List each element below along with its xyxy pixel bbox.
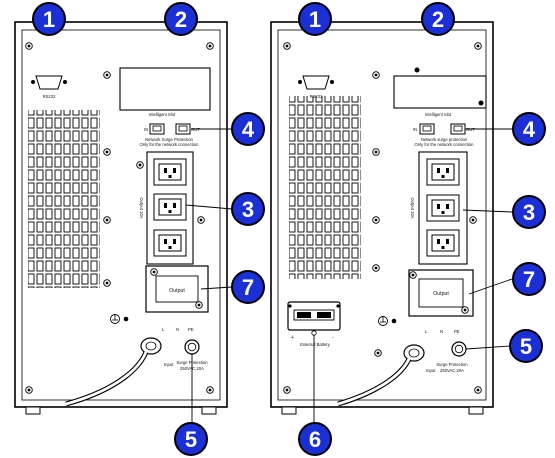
left-rs232-port: RS232: [31, 75, 67, 99]
right-output-terminal-label: Output: [433, 291, 449, 297]
right-input-cable: Input: [337, 344, 436, 407]
left-output-socket: [153, 229, 187, 257]
left-slot-title: Intelligent Slot: [149, 112, 176, 117]
right-surge-breaker: Surge Protection 250VAC,20A: [436, 341, 468, 373]
right-output-terminal: Output L N PE: [408, 269, 474, 334]
svg-text:1: 1: [43, 7, 55, 32]
right-output-group-label: Output 10A: [410, 197, 415, 218]
svg-text:7: 7: [523, 267, 535, 292]
svg-text:4: 4: [523, 117, 536, 142]
right-terminal-n: N: [440, 329, 443, 334]
right-terminal-l: L: [425, 329, 428, 334]
left-output-socket: [153, 193, 187, 221]
callout-4-right: 4: [512, 112, 546, 146]
svg-text:5: 5: [185, 427, 197, 452]
left-network-in-port: [149, 123, 165, 135]
right-input-label: Input: [426, 368, 436, 373]
left-output-socket: [153, 158, 187, 186]
svg-text:1: 1: [309, 7, 321, 32]
right-slot-title: Intelligent Slot: [425, 112, 452, 117]
callout-3-left: 3: [231, 192, 265, 226]
left-port-out-label: OUT: [191, 127, 200, 132]
left-surge-text-2: Only for the network connection: [140, 142, 200, 147]
svg-text:4: 4: [242, 117, 255, 142]
svg-text:6: 6: [309, 427, 321, 452]
right-output-socket: [426, 194, 460, 222]
right-battery-label: External Battery: [300, 342, 331, 347]
right-battery-plus: +: [291, 335, 294, 341]
callout-2-left: 2: [164, 2, 198, 36]
right-vent-grille: [289, 96, 361, 279]
right-ground-icon: [378, 316, 397, 326]
left-output-group-label: Output 10A: [139, 197, 144, 218]
right-output-socket: [426, 229, 460, 257]
left-port-in-label: IN: [144, 127, 148, 132]
right-network-out-port: [450, 123, 466, 135]
right-surge-text-2: Only for the network connection: [415, 142, 475, 147]
callout-3-right: 3: [512, 195, 546, 229]
right-ups-unit: RS232 Intelligent Slot IN OUT Network su…: [270, 21, 494, 415]
left-surge-text-1: Network Surge Protection: [145, 137, 193, 142]
svg-text:5: 5: [520, 334, 532, 359]
svg-text:3: 3: [523, 200, 535, 225]
left-rs232-label: RS232: [43, 94, 56, 99]
svg-text:2: 2: [175, 7, 187, 32]
right-breaker-title: Surge Protection: [436, 362, 468, 367]
left-ground-icon: [110, 314, 129, 324]
svg-text:2: 2: [432, 7, 444, 32]
callout-1-left: 1: [32, 2, 66, 36]
right-intelligent-slot-cover: [393, 75, 487, 109]
callout-7-left: 7: [231, 270, 265, 304]
callout-4-left: 4: [231, 112, 265, 146]
right-output-socket: [426, 158, 460, 186]
left-network-out-port: [175, 123, 191, 135]
right-battery-minus: -: [332, 335, 334, 341]
svg-text:3: 3: [242, 197, 254, 222]
svg-text:7: 7: [242, 275, 254, 300]
right-breaker-rating: 250VAC,20A: [440, 368, 464, 373]
left-intelligent-slot-cover: [119, 67, 211, 111]
leader-lines: [185, 128, 513, 425]
callout-6-right: 6: [298, 422, 332, 456]
callout-7-right: 7: [512, 262, 546, 296]
callout-1-right: 1: [298, 2, 332, 36]
left-input-label: Input: [164, 362, 174, 367]
right-terminal-pe: PE: [454, 329, 460, 334]
right-external-battery-connector: + - External Battery: [287, 301, 341, 347]
left-ups-unit: RS232 Intelligent Slot IN OUT Network Su…: [14, 21, 228, 415]
right-port-out-label: OUT: [466, 127, 475, 132]
left-terminal-n: N: [176, 327, 179, 332]
right-surge-text-1: Network surge protection: [421, 137, 468, 142]
left-vent-grille: [28, 110, 100, 288]
right-network-in-port: [419, 123, 435, 135]
callout-5-left: 5: [174, 422, 208, 456]
callout-5-right: 5: [509, 329, 543, 363]
callout-2-right: 2: [421, 2, 455, 36]
left-terminal-l: L: [162, 327, 165, 332]
left-input-cable: Input: [65, 337, 174, 407]
left-terminal-pe: PE: [188, 327, 194, 332]
right-port-in-label: IN: [413, 127, 417, 132]
left-output-terminal-label: Output: [169, 288, 185, 294]
left-output-terminal: Output L N PE: [145, 265, 209, 332]
